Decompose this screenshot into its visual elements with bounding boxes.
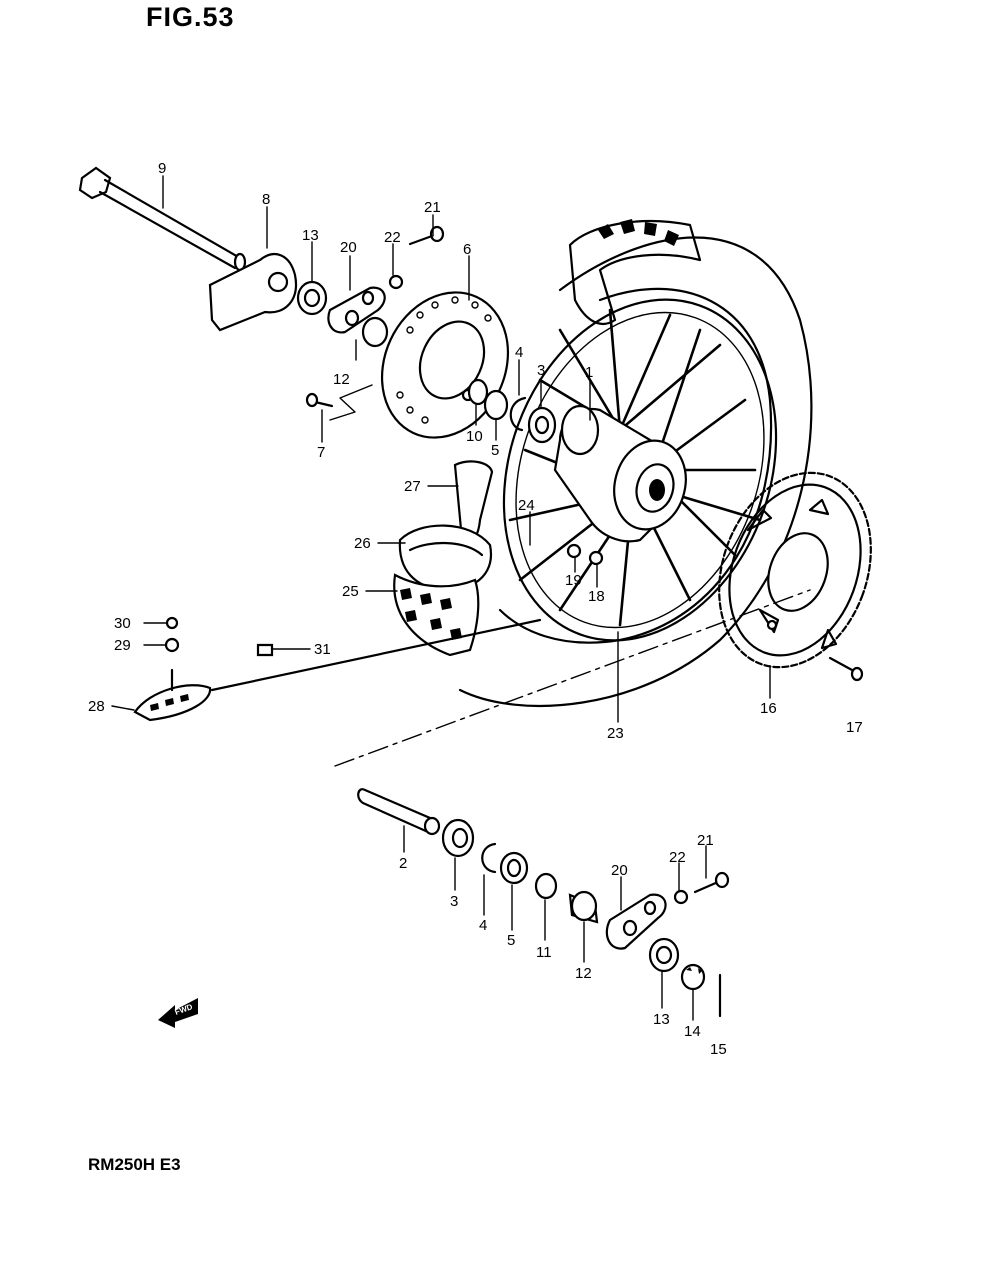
- rear-sprocket: [718, 471, 872, 669]
- callout-19: 19: [565, 572, 582, 589]
- callout-13-upper: 13: [302, 227, 319, 244]
- callout-8: 8: [262, 191, 270, 208]
- callout-22-lower: 22: [669, 849, 686, 866]
- spoke-nipple: [566, 543, 582, 559]
- callout-21-lower: 21: [697, 832, 714, 849]
- callout-22-upper: 22: [384, 229, 401, 246]
- nut-30: [165, 616, 179, 630]
- callout-11: 11: [536, 944, 552, 961]
- washer-29: [164, 637, 180, 653]
- adjuster-nut-lower: [673, 889, 689, 905]
- callout-29: 29: [114, 637, 131, 654]
- bearing-upper: [527, 406, 557, 444]
- callout-10: 10: [466, 428, 483, 445]
- bearing-lower: [441, 818, 475, 858]
- rim-lock-pointer: [210, 618, 542, 692]
- spacer-lower: [568, 890, 599, 924]
- callout-4-upper: 4: [515, 344, 523, 361]
- callout-27: 27: [404, 478, 421, 495]
- axis-line: [334, 589, 811, 767]
- callout-14: 14: [684, 1023, 701, 1040]
- callout-3-upper: 3: [537, 362, 545, 379]
- adjuster-nut-upper: [388, 274, 404, 290]
- callout-5-lower: 5: [507, 932, 515, 949]
- circlip-upper: [509, 396, 527, 432]
- castle-nut: [680, 963, 706, 991]
- callout-30: 30: [114, 615, 131, 632]
- callout-16: 16: [760, 700, 777, 717]
- callout-23: 23: [607, 725, 624, 742]
- callout-18: 18: [588, 588, 605, 605]
- rim-lock: [133, 668, 212, 722]
- axle-nut-upper: [296, 280, 328, 316]
- callout-9: 9: [158, 160, 166, 177]
- brake-disc: [380, 291, 510, 439]
- rim: [502, 298, 778, 642]
- axle-nut-lower: [648, 937, 680, 973]
- valve-cap: [256, 643, 274, 657]
- spacer-11: [534, 872, 558, 900]
- oil-seal-lower: [499, 851, 529, 885]
- adjuster-bolt-upper: [408, 225, 445, 246]
- callout-17: 17: [846, 719, 863, 736]
- callout-24: 24: [518, 497, 535, 514]
- callout-12-lower: 12: [575, 965, 592, 982]
- tire-cutaway: [568, 219, 702, 326]
- callout-5-upper: 5: [491, 442, 499, 459]
- spacer-upper: [361, 316, 389, 348]
- model-label: RM250H E3: [88, 1155, 181, 1174]
- fwd-arrow-icon: FWD: [158, 998, 198, 1028]
- callout-3-lower: 3: [450, 893, 458, 910]
- callout-12-upper: 12: [333, 371, 350, 388]
- callout-15: 15: [710, 1041, 727, 1058]
- chain-adjuster-upper: [327, 286, 386, 334]
- callout-6: 6: [463, 241, 471, 258]
- leader-lines: [111, 175, 771, 1021]
- rear-axle: [78, 166, 247, 272]
- callout-2: 2: [399, 855, 407, 872]
- callout-21-upper: 21: [424, 199, 441, 216]
- callout-26: 26: [354, 535, 371, 552]
- inner-tube: [398, 524, 492, 592]
- callout-20-lower: 20: [611, 862, 628, 879]
- axle-spacer: [357, 788, 441, 836]
- brake-bracket: [208, 253, 298, 332]
- sprocket-bolt: [828, 656, 864, 682]
- callout-labels: 9 8 13 20 22 21 6 12 4 3 1 10 5 7 27 24 …: [88, 160, 863, 1058]
- callout-13-lower: 13: [653, 1011, 670, 1028]
- callout-4-lower: 4: [479, 917, 487, 934]
- oil-seal-upper: [483, 389, 509, 421]
- callout-7: 7: [317, 444, 325, 461]
- rear-wheel: [458, 219, 813, 708]
- adjuster-bolt-lower: [693, 871, 730, 894]
- callout-31: 31: [314, 641, 331, 658]
- disc-bolt: [305, 384, 373, 421]
- figure-title: FIG.53: [146, 2, 235, 32]
- callout-1: 1: [585, 364, 593, 381]
- circlip-lower: [481, 842, 497, 874]
- chain-adjuster-lower: [605, 893, 667, 950]
- callout-25: 25: [342, 583, 359, 600]
- callout-28: 28: [88, 698, 105, 715]
- tire-section: [393, 573, 480, 657]
- callout-20-upper: 20: [340, 239, 357, 256]
- hub: [553, 404, 687, 543]
- spacer-10: [467, 378, 489, 406]
